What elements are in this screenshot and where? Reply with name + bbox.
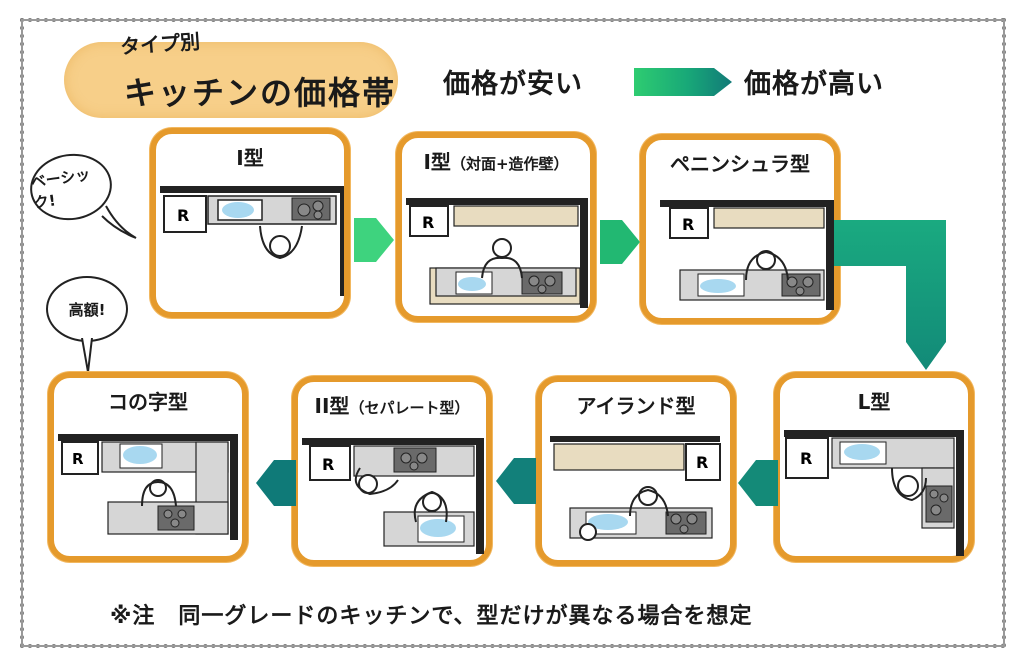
flow-arrow-left-icon xyxy=(738,460,778,506)
svg-text:R: R xyxy=(322,455,334,474)
card-title: I型 xyxy=(236,146,264,170)
legend-high-price: 価格が高い xyxy=(744,69,884,100)
fridge xyxy=(163,195,207,233)
card-title: コの字型 xyxy=(108,390,188,414)
floor-plan-l-type: R xyxy=(784,430,964,556)
card-i-type: I型 R xyxy=(150,128,350,318)
floor-plan-i-type-facing: R xyxy=(406,198,588,308)
svg-text:R: R xyxy=(72,450,84,468)
svg-text:R: R xyxy=(177,206,189,225)
flow-arrow-right-icon xyxy=(354,218,394,262)
card-l-type: L型 R xyxy=(774,372,974,562)
card-ii-type: II型（セパレート型） R xyxy=(292,376,492,566)
sketch-frame xyxy=(20,18,1006,648)
title-pill xyxy=(64,42,398,118)
svg-text:R: R xyxy=(682,215,694,234)
svg-text:R: R xyxy=(800,449,812,468)
flow-arrow-left-icon xyxy=(496,458,536,504)
footnote: ※注 同一グレードのキッチンで、型だけが異なる場合を想定 xyxy=(110,604,753,629)
card-island: アイランド型 R xyxy=(536,376,736,566)
floor-plan-i-type: R xyxy=(160,186,344,296)
bubble-tail-icon xyxy=(101,205,137,239)
bubble-expensive-text: 高額! xyxy=(68,300,106,319)
svg-text:R: R xyxy=(696,453,708,472)
card-title: アイランド型 xyxy=(576,394,696,418)
floor-plan-peninsula: R xyxy=(660,200,834,310)
card-title: I型（対面+造作壁） xyxy=(423,150,569,174)
svg-text:R: R xyxy=(422,213,434,232)
legend-gradient-arrow-icon xyxy=(634,68,732,96)
card-u-type: コの字型 R xyxy=(48,372,248,562)
title-sub: タイプ別 xyxy=(119,29,201,59)
floor-plan-u-type: R xyxy=(58,434,238,540)
floor-plan-ii-type: R xyxy=(302,438,484,554)
legend-low-price: 価格が安い xyxy=(443,69,583,100)
card-title: L型 xyxy=(857,390,891,414)
flow-arrow-right-icon xyxy=(600,220,640,264)
card-title: II型（セパレート型） xyxy=(314,394,470,418)
speech-bubble-expensive: 高額! xyxy=(46,276,128,342)
card-i-type-facing: I型（対面+造作壁） R xyxy=(396,132,596,322)
flow-arrow-left-icon xyxy=(256,460,296,506)
floor-plan-island: R xyxy=(550,436,721,541)
page-title: キッチンの価格帯 xyxy=(124,74,397,112)
bubble-tail-icon xyxy=(81,338,93,373)
card-title: ペニンシュラ型 xyxy=(670,152,810,176)
flow-arrow-elbow-down-icon xyxy=(834,220,946,370)
card-peninsula: ペニンシュラ型 R xyxy=(640,134,840,324)
